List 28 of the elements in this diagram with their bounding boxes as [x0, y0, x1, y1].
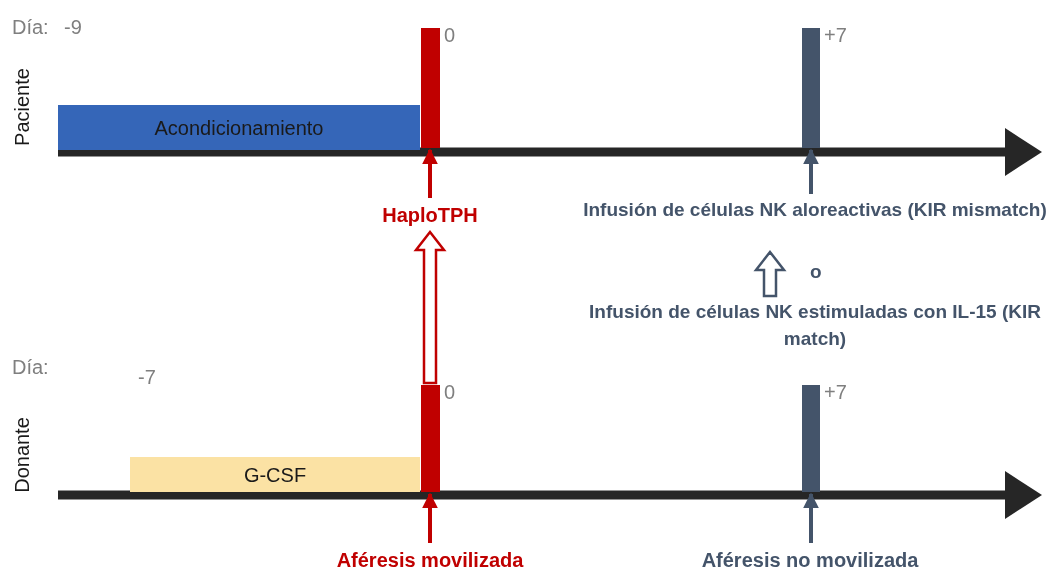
event-label: Aféresis movilizada [300, 545, 560, 575]
day-label: 0 [444, 24, 456, 46]
axis-title: Paciente [10, 68, 34, 146]
phase-bar: Acondicionamiento [58, 105, 420, 150]
day-label: 0 [444, 381, 456, 403]
day-marker-bar [421, 385, 440, 492]
day-label: Día: [12, 355, 49, 380]
arrow [422, 492, 438, 543]
event-label: Aféresis no movilizada [660, 545, 960, 575]
day-label: -9 [64, 15, 82, 40]
day-label: +7 [824, 381, 847, 403]
arrow [422, 148, 438, 198]
event-label: Infusión de células NK aloreactivas (KIR mismatch) [575, 196, 1055, 250]
day-marker-bar [421, 28, 440, 148]
arrow [803, 492, 819, 543]
day-marker-bar [802, 385, 820, 492]
event-label: HaploTPH [370, 200, 490, 230]
hollow-arrow [413, 229, 447, 385]
connector-word: o [810, 260, 822, 284]
event-label: Infusión de células NK estimuladas con IL-15 (KIR match) [575, 298, 1055, 352]
axis-title: Donante [10, 417, 34, 493]
hollow-arrow [753, 249, 787, 298]
day-label: -7 [138, 365, 156, 390]
arrow [803, 148, 819, 194]
day-marker-bar [802, 28, 820, 148]
phase-bar: G-CSF [130, 457, 420, 492]
day-label: +7 [824, 24, 847, 46]
day-label: Día: [12, 15, 49, 40]
